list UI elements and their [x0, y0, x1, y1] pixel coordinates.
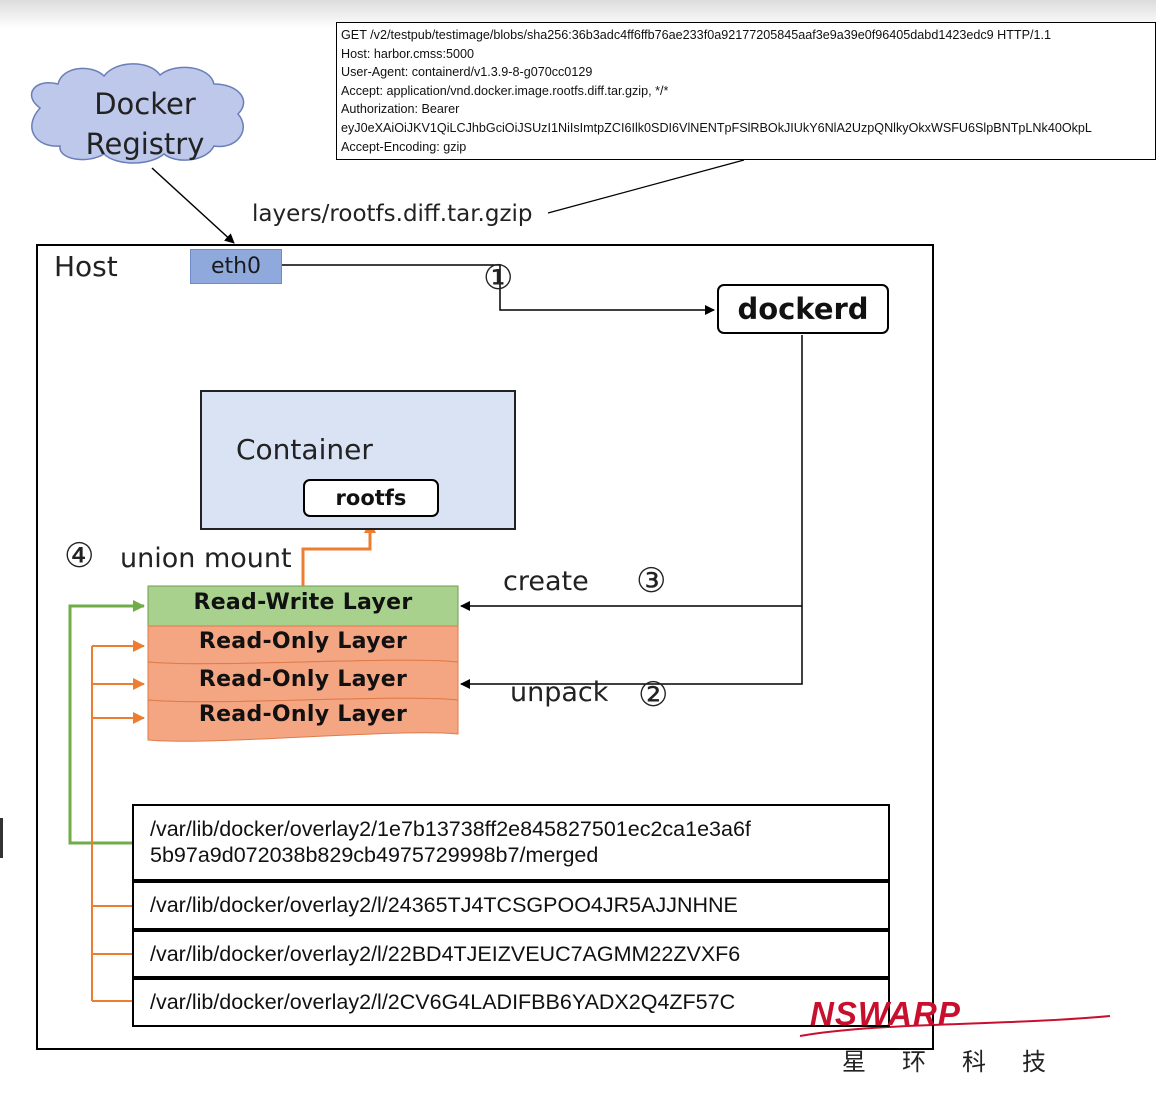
ro-layer-shape — [147, 697, 459, 742]
http-line: Authorization: Bearer — [341, 102, 460, 117]
union-mount-label: union mount — [120, 543, 292, 574]
logo-swoosh — [799, 1015, 1111, 1037]
http-request-box: GET /v2/testpub/testimage/blobs/sha256:3… — [336, 22, 1156, 160]
http-line: Accept-Encoding: gzip — [341, 139, 467, 154]
merged-path-row: /var/lib/docker/overlay2/1e7b13738ff2e84… — [132, 804, 890, 881]
registry-cloud — [30, 63, 245, 164]
transwarp-logo: NSWARP — [810, 995, 961, 1032]
transfer-label: layers/rootfs.diff.tar.gzip — [252, 201, 533, 227]
rootfs-box: rootfs — [303, 479, 439, 517]
rw-layer-label: Read-Write Layer — [193, 590, 413, 615]
http-line: eyJ0eXAiOiJKV1QiLCJhbGciOiJSUzI1NiIsImtp… — [341, 120, 1092, 135]
callout-line — [547, 159, 745, 214]
eth0-to-dockerd-arrow — [282, 264, 715, 315]
create-label: create — [503, 566, 589, 597]
step-4-marker: ④ — [64, 536, 95, 576]
step-2-marker: ② — [638, 675, 669, 715]
union-mount-arrow — [301, 521, 376, 586]
host-box — [36, 244, 934, 1050]
container-label: Container — [236, 433, 373, 466]
http-line: GET /v2/testpub/testimage/blobs/sha256:3… — [341, 28, 1052, 42]
unpack-arrow — [460, 335, 803, 689]
step-1-marker: ① — [483, 258, 514, 298]
merged-mapping-arrow — [68, 600, 145, 845]
http-line: Accept: application/vnd.docker.image.roo… — [341, 83, 669, 98]
step-3-marker: ③ — [636, 561, 667, 601]
registry-to-eth0-arrow — [151, 167, 235, 244]
edge-mark — [0, 818, 3, 858]
unpack-label: unpack — [510, 677, 609, 708]
logo-chinese-text: 星环科技 — [842, 1048, 1082, 1076]
http-line: Host: harbor.cmss:5000 — [341, 46, 474, 61]
lower-path-row: /var/lib/docker/overlay2/l/24365TJ4TCSGP… — [132, 881, 890, 930]
ro-layer-label: Read-Only Layer — [198, 629, 408, 654]
lower-path-row: /var/lib/docker/overlay2/l/22BD4TJEIZVEU… — [132, 930, 890, 978]
ro-layer-label: Read-Only Layer — [198, 667, 408, 692]
dockerd-box: dockerd — [717, 284, 889, 334]
ro-layer-label: Read-Only Layer — [198, 702, 408, 727]
eth0-interface: eth0 — [190, 249, 282, 284]
host-label: Host — [54, 250, 118, 283]
registry-label: Docker Registry — [85, 87, 205, 161]
http-line: User-Agent: containerd/v1.3.9-8-g070cc01… — [341, 65, 593, 80]
lower-path-row: /var/lib/docker/overlay2/l/2CV6G4LADIFBB… — [132, 978, 890, 1027]
